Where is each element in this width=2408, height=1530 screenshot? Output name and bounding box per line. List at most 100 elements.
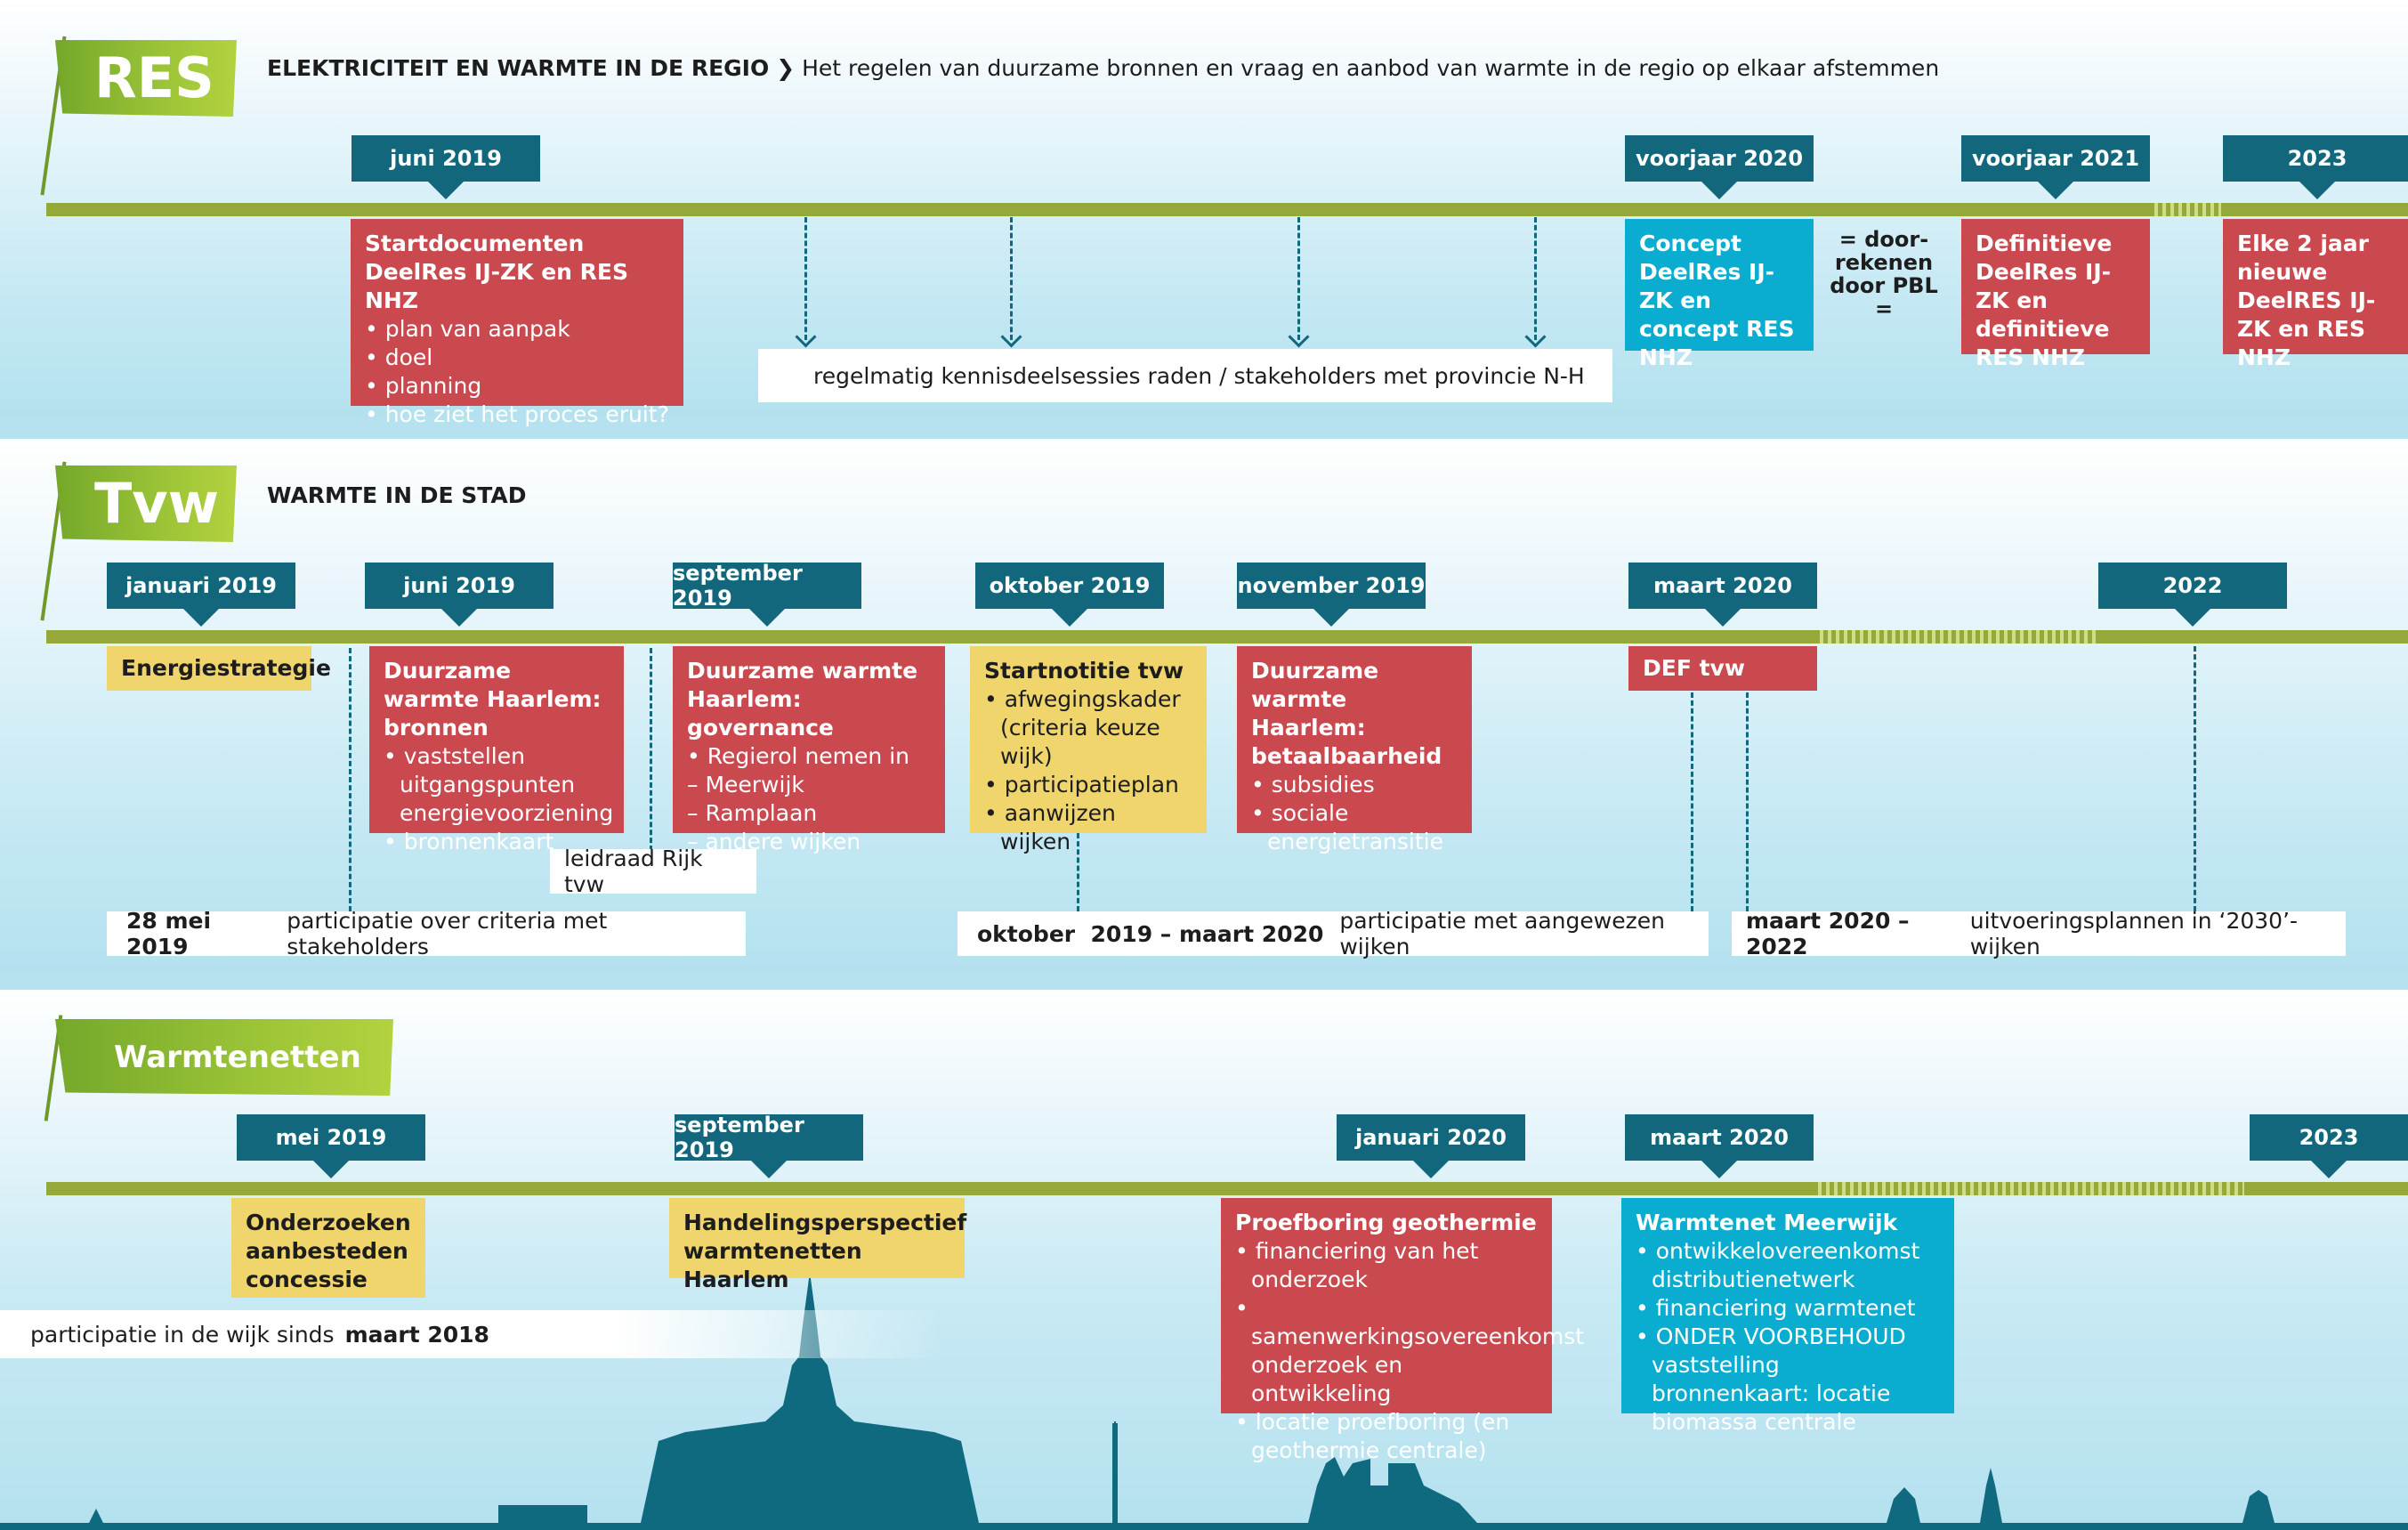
tvw-dashed-line (1077, 833, 1079, 911)
tvw-uitvoeringsplannen-box: maart 2020 – 2022 uitvoeringsplannen in … (1732, 908, 2346, 959)
res-date-juni-2019: juni 2019 (352, 135, 540, 182)
tvw-timeline-dashed (1815, 630, 2097, 644)
res-definitieve-title: Definitieve DeelRes IJ-ZK en definitieve… (1976, 231, 2113, 370)
tvw-title: WARMTE IN DE STAD (267, 482, 527, 508)
res-header: ELEKTRICITEIT EN WARMTE IN DE REGIO ❯ He… (267, 55, 1939, 81)
tvw-leidraad-box: leidraad Rijk tvw (550, 846, 756, 897)
tvw-timeline-end (2097, 630, 2408, 644)
res-definitieve-box: Definitieve DeelRes IJ-ZK en definitieve… (1961, 219, 2150, 370)
res-startdocumenten-item: plan van aanpak (365, 315, 669, 344)
tvw-flag: Tvw (55, 465, 237, 542)
res-dashed-arrow (1297, 217, 1300, 340)
res-dashed-arrow (804, 217, 807, 340)
tvw-flag-label: Tvw (94, 471, 219, 536)
res-startdocumenten-item: doel (365, 344, 669, 372)
warmtenetten-timeline-dashed (1814, 1182, 2244, 1195)
res-elke-2-jaar-box: Elke 2 jaar nieuwe DeelRES IJ-ZK en RES … (2223, 219, 2408, 370)
warmtenetten-proefboring-box: Proefboring geothermie financiering van … (1221, 1198, 1584, 1463)
tvw-governance-box: Duurzame warmte Haarlem: governance Regi… (673, 646, 945, 854)
tvw-dashed-line (2194, 646, 2196, 911)
warmtenetten-handelingsperspectief-box: Handelingsperspectief warmtenetten Haarl… (669, 1198, 966, 1292)
res-timeline-dashed (2150, 203, 2221, 216)
tvw-startnotitie-box: Startnotitie tvw afwegingskader (criteri… (970, 646, 1207, 854)
res-date-voorjaar-2020: voorjaar 2020 (1625, 135, 1814, 182)
warmtenetten-date-2023: 2023 (2250, 1114, 2408, 1161)
res-concept-box: Concept DeelRes IJ-ZK en concept RES NHZ (1625, 219, 1814, 370)
tvw-betaalbaarheid-item: subsidies (1251, 771, 1458, 799)
warmtenetten-participatie-date: maart 2018 (344, 1321, 489, 1348)
tvw-header: WARMTE IN DE STAD (267, 482, 526, 508)
tvw-leidraad-text: leidraad Rijk tvw (564, 846, 703, 897)
warmtenetten-onderzoeken-box: Onderzoeken aanbesteden concessie (231, 1198, 425, 1298)
tvw-uitvoeringsplannen-date: maart 2020 – 2022 (1746, 908, 1910, 959)
tvw-participatie-criteria-text: participatie over criteria met stakehold… (287, 908, 608, 959)
tvw-energiestrategie-box: Energiestrategie (107, 646, 331, 691)
tvw-dashed-line (1746, 692, 1749, 911)
res-dashed-arrow (1010, 217, 1013, 340)
warmtenetten-date-september-2019: september 2019 (675, 1113, 863, 1162)
warmtenetten-onderzoeken-title: Onderzoeken aanbesteden concessie (246, 1210, 411, 1292)
tvw-date-2022: 2022 (2098, 563, 2287, 609)
tvw-participatie-criteria-box: 28 mei 2019 participatie over criteria m… (107, 908, 746, 959)
warmtenetten-timeline (46, 1182, 1814, 1195)
res-timeline-end (2221, 203, 2408, 216)
tvw-uitvoeringsplannen-text: uitvoeringsplannen in ‘2030’-wijken (1969, 908, 2299, 959)
tvw-dashed-line (349, 648, 352, 911)
tvw-governance-subitem: – Meerwijk (687, 772, 804, 797)
res-startdocumenten-item: planning (365, 372, 669, 401)
warmtenetten-flag: Warmtenetten (55, 1019, 393, 1096)
res-concept-title: Concept DeelRes IJ-ZK en concept RES NHZ (1639, 231, 1795, 370)
warmtenetten-proefboring-title: Proefboring geothermie (1235, 1210, 1537, 1235)
tvw-governance-item: Regierol nemen in (687, 742, 931, 771)
tvw-bronnen-item: bronnenkaart (384, 828, 610, 856)
tvw-bronnen-box: Duurzame warmte Haarlem: bronnen vastste… (369, 646, 624, 854)
res-startdocumenten-title: Startdocumenten DeelRes IJ-ZK en RES NHZ (365, 231, 628, 313)
warmtenetten-date-januari-2020: januari 2020 (1337, 1114, 1525, 1161)
tvw-governance-subitem: – Ramplaan (687, 800, 818, 826)
tvw-date-maart-2020: maart 2020 (1628, 563, 1817, 609)
warmtenetten-date-mei-2019: mei 2019 (237, 1114, 425, 1161)
warmtenetten-handelingsperspectief-title: Handelingsperspectief warmtenetten Haarl… (683, 1210, 967, 1292)
tvw-date-november-2019: november 2019 (1237, 563, 1426, 609)
warmtenetten-proefboring-item: locatie proefboring (en geothermie centr… (1235, 1408, 1538, 1465)
warmtenetten-meerwijk-item: ONDER VOORBEHOUD vaststelling bronnenkaa… (1636, 1323, 1940, 1437)
tvw-betaalbaarheid-title: Duurzame warmte Haarlem: betaalbaarheid (1251, 658, 1442, 769)
res-title: ELEKTRICITEIT EN WARMTE IN DE REGIO (267, 55, 770, 81)
tvw-dashed-line (650, 648, 652, 851)
tvw-bronnen-item: vaststellen uitgangspunten energievoorzi… (384, 742, 613, 828)
tvw-date-oktober-2019: oktober 2019 (975, 563, 1164, 609)
tvw-startnotitie-item: aanwijzen wijken (984, 799, 1192, 856)
haarlem-skyline-illustration (0, 1272, 2408, 1530)
tvw-betaalbaarheid-item: sociale energietransitie (1251, 799, 1458, 856)
res-dashed-arrow (1534, 217, 1537, 340)
tvw-startnotitie-item: afwegingskader (criteria keuze wijk) (984, 685, 1192, 771)
chevron-right-icon: ❯ (776, 55, 796, 81)
res-date-2023: 2023 (2223, 135, 2408, 182)
res-startdocumenten-item: hoe ziet het proces eruit? (365, 401, 669, 429)
warmtenetten-meerwijk-box: Warmtenet Meerwijk ontwikkelovereenkomst… (1621, 1198, 1954, 1435)
tvw-date-september-2019: september 2019 (673, 561, 861, 611)
tvw-energiestrategie-title: Energiestrategie (121, 655, 331, 681)
tvw-governance-title: Duurzame warmte Haarlem: governance (687, 658, 918, 741)
warmtenetten-participatie-box: participatie in de wijk sinds maart 2018 (0, 1310, 943, 1358)
res-subtitle: Het regelen van duurzame bronnen en vraa… (802, 55, 1940, 81)
tvw-participatie-criteria-date: 28 mei 2019 (126, 908, 212, 959)
res-timeline (46, 203, 2150, 216)
warmtenetten-meerwijk-title: Warmtenet Meerwijk (1636, 1210, 1898, 1235)
res-flag-label: RES (94, 45, 214, 110)
res-startdocumenten-box: Startdocumenten DeelRes IJ-ZK en RES NHZ… (351, 219, 683, 427)
warmtenetten-proefboring-item: samenwerkingsovereenkomst onderzoek en o… (1235, 1294, 1584, 1408)
res-pbl-label: = door-rekenen door PBL = (1830, 227, 1938, 321)
res-flag: RES (55, 40, 237, 117)
res-kennisdeelsessies-text: regelmatig kennisdeelsessies raden / sta… (813, 362, 1585, 389)
tvw-participatie-wijken-text: participatie met aangewezen wijken (1339, 908, 1665, 959)
tvw-startnotitie-item: participatieplan (984, 771, 1192, 799)
tvw-participatie-wijken-box: oktober 2019 – maart 2020 participatie m… (958, 908, 1709, 959)
tvw-dashed-line (1691, 692, 1693, 911)
warmtenetten-timeline-end (2244, 1182, 2408, 1195)
tvw-timeline (46, 630, 1815, 644)
warmtenetten-date-maart-2020: maart 2020 (1625, 1114, 1814, 1161)
tvw-participatie-wijken-date: oktober 2019 – maart 2020 (977, 920, 1324, 947)
res-date-voorjaar-2021: voorjaar 2021 (1961, 135, 2150, 182)
warmtenetten-participatie-text: participatie in de wijk sinds (30, 1321, 335, 1348)
